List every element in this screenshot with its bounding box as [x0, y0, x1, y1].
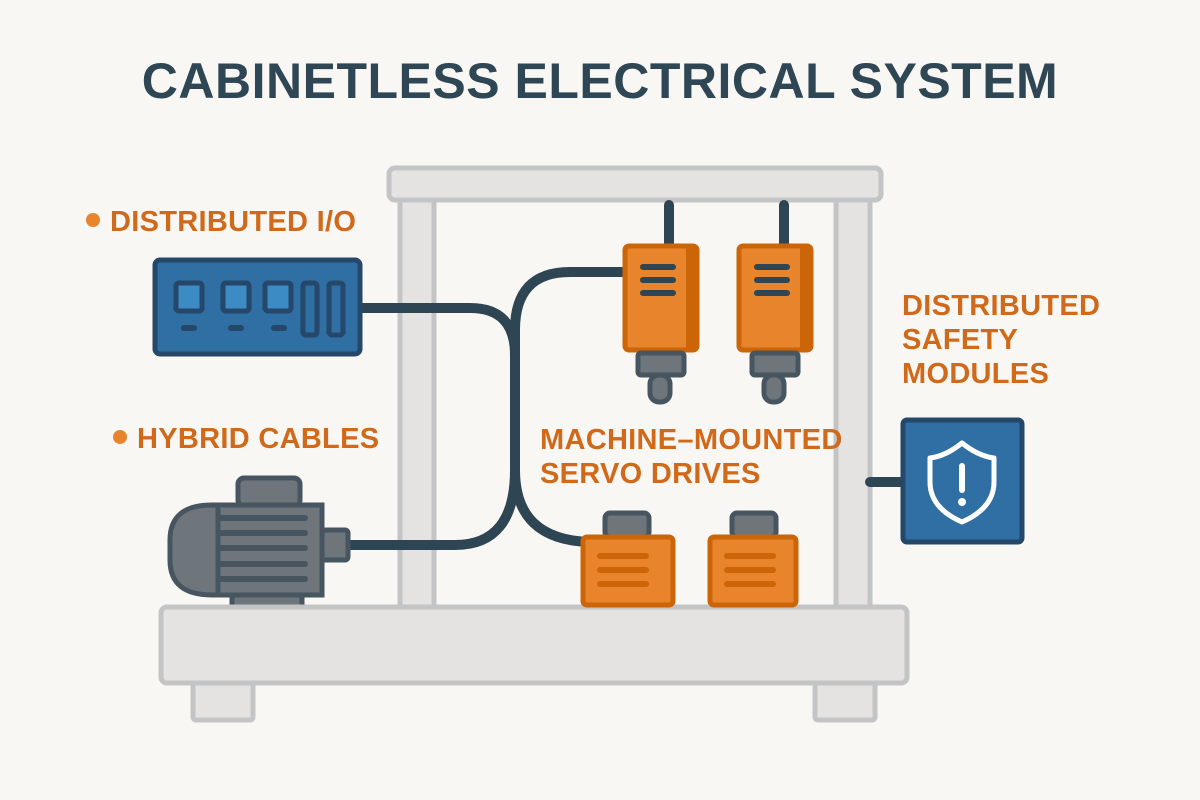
hybrid-cables — [343, 200, 910, 550]
distributed-io-module — [152, 257, 363, 357]
overhead-servo-drive — [622, 243, 700, 405]
machine-base — [158, 604, 910, 723]
bullet-icon — [113, 430, 127, 445]
io-channel — [220, 280, 252, 331]
label-servo-drives: MACHINE–MOUNTED SERVO DRIVES — [540, 424, 843, 490]
io-channel — [173, 280, 205, 331]
title: CABINETLESS ELECTRICAL SYSTEM — [141, 53, 1059, 109]
base-servo-drive — [707, 510, 799, 608]
bullet-icon — [86, 213, 100, 228]
io-slot — [326, 280, 346, 338]
base-leg-left — [190, 677, 256, 723]
frame-right-post — [833, 197, 873, 613]
label-distributed-io: DISTRIBUTED I/O — [86, 205, 356, 239]
base-servo-drive — [580, 510, 676, 608]
label-hybrid-cables: HYBRID CABLES — [113, 422, 379, 456]
motor — [167, 475, 351, 611]
safety-module — [900, 417, 1025, 545]
base-leg-right — [812, 677, 878, 723]
shield-exclamation-icon — [927, 440, 997, 525]
overhead-servo-drive — [736, 243, 814, 405]
io-channel — [262, 280, 294, 331]
base-platform — [158, 604, 910, 686]
cable-bus-to-overhead-drive — [510, 267, 630, 547]
io-slot — [300, 280, 320, 338]
label-safety-modules: DISTRIBUTED SAFETY MODULES — [902, 290, 1101, 390]
frame-top-beam — [386, 165, 884, 203]
motor-cooling-fins — [217, 515, 308, 582]
